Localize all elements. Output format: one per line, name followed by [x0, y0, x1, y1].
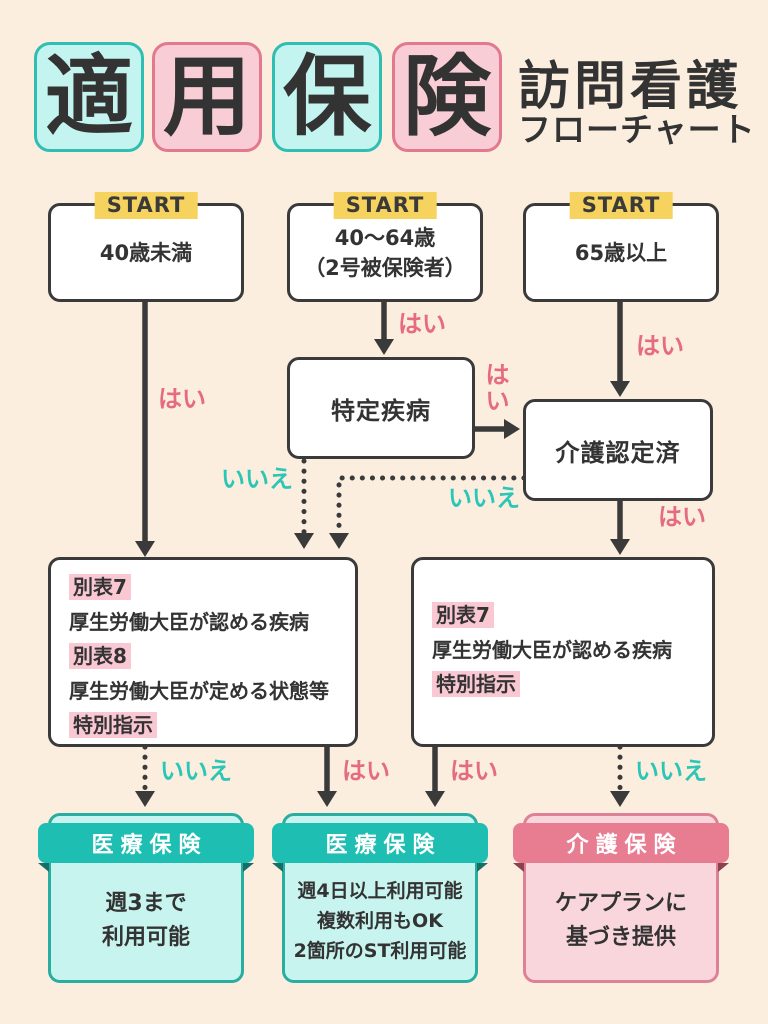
- result-line: 基づき提供: [565, 925, 676, 950]
- edge-kaigo-no: [336, 475, 527, 536]
- edge-label-yes: はい: [658, 503, 706, 531]
- result-line: ケアプランに: [554, 891, 687, 916]
- title-char: 保: [282, 45, 371, 148]
- title-tile-1: 適: [34, 42, 144, 152]
- decision-box-kaigo-nintei: 介護認定済: [523, 399, 713, 501]
- arrowhead: [135, 541, 155, 557]
- edge-label-no: いいえ: [160, 757, 232, 785]
- edge-label-no: いいえ: [221, 465, 293, 493]
- decision-box-tokutei-shippei: 特定疾病: [287, 357, 475, 459]
- ribbon-notch: [243, 863, 254, 872]
- start-box-40-64: START 40〜64歳 （2号被保険者）: [287, 192, 483, 302]
- result-header-medical-2: 医療保険: [272, 823, 488, 872]
- result-header-medical-1: 医療保険: [38, 823, 254, 872]
- criteria-line: 厚生労働大臣が認める疾病: [69, 609, 309, 634]
- result-line: 週3まで: [105, 891, 187, 916]
- criteria-lines: 別表7 厚生労働大臣が認める疾病 別表8 厚生労働大臣が定める状態等 特別指示: [51, 560, 347, 753]
- result-line: 利用可能: [101, 925, 190, 950]
- criteria-line: 厚生労働大臣が認める疾病: [432, 637, 672, 662]
- arrowhead: [610, 539, 630, 555]
- result-header-label: 医療保険: [325, 833, 442, 858]
- page-subtitle: フローチャート: [518, 110, 756, 149]
- ribbon-notch: [718, 863, 729, 872]
- arrowhead: [135, 791, 155, 807]
- ribbon-notch: [38, 863, 49, 872]
- start-box-label: 40〜64歳: [334, 225, 436, 250]
- title-char: 用: [162, 45, 251, 148]
- arrowhead: [425, 791, 445, 807]
- edge-label-yes: はい: [342, 757, 390, 785]
- title-char: 適: [44, 45, 133, 148]
- criteria-line-highlight: 特別指示: [69, 712, 157, 738]
- decision-label: 特定疾病: [331, 396, 431, 425]
- ribbon-notch: [477, 863, 488, 872]
- result-line: 複数利用もOK: [317, 910, 443, 932]
- criteria-box-right: 別表7 厚生労働大臣が認める疾病 特別指示: [411, 557, 715, 747]
- arrowhead: [610, 791, 630, 807]
- edge-label-yes-vertical: はい: [485, 361, 510, 415]
- result-header-label: 介護保険: [566, 833, 683, 858]
- criteria-line-highlight: 特別指示: [432, 671, 520, 697]
- edge-label-yes: はい: [636, 332, 684, 360]
- criteria-lines: 別表7 厚生労働大臣が認める疾病 特別指示: [414, 560, 690, 712]
- edge-label-no: いいえ: [448, 484, 520, 512]
- ribbon-notch: [272, 863, 283, 872]
- decision-label: 介護認定済: [555, 438, 681, 467]
- arrowhead: [610, 381, 630, 397]
- result-header-care: 介護保険: [513, 823, 729, 872]
- title-tile-4: 険: [392, 42, 502, 152]
- arrowhead: [504, 419, 520, 439]
- ribbon-notch: [513, 863, 524, 872]
- title-tile-2: 用: [152, 42, 262, 152]
- result-header-label: 医療保険: [91, 833, 208, 858]
- arrowhead: [294, 533, 314, 549]
- arrowhead: [374, 339, 394, 355]
- start-tag: START: [569, 192, 673, 219]
- start-tag: START: [94, 192, 198, 219]
- title-tile-3: 保: [272, 42, 382, 152]
- arrowhead: [317, 791, 337, 807]
- page-title: 訪問看護: [518, 57, 743, 117]
- criteria-line-highlight: 別表7: [69, 574, 131, 600]
- start-box-over-65: START 65歳以上: [523, 192, 719, 302]
- criteria-line-highlight: 別表7: [432, 602, 494, 628]
- criteria-box-left: 別表7 厚生労働大臣が認める疾病 別表8 厚生労働大臣が定める状態等 特別指示: [48, 557, 358, 747]
- start-tag: START: [333, 192, 437, 219]
- edge-label-yes: はい: [398, 310, 446, 338]
- edge-label-no: いいえ: [635, 757, 707, 785]
- edge-label-yes: はい: [158, 385, 206, 413]
- edge-label-yes: はい: [450, 757, 498, 785]
- arrowhead: [329, 533, 349, 549]
- title-char: 険: [402, 45, 491, 148]
- start-box-label: 65歳以上: [574, 240, 668, 265]
- start-box-label: 40歳未満: [99, 240, 193, 265]
- start-box-under-40: START 40歳未満: [48, 192, 244, 302]
- criteria-line: 厚生労働大臣が定める状態等: [69, 678, 329, 703]
- result-line: 週4日以上利用可能: [297, 880, 463, 902]
- start-box-label-2: （2号被保険者）: [304, 255, 466, 280]
- result-line: 2箇所のST利用可能: [293, 940, 467, 962]
- criteria-line-highlight: 別表8: [69, 643, 131, 669]
